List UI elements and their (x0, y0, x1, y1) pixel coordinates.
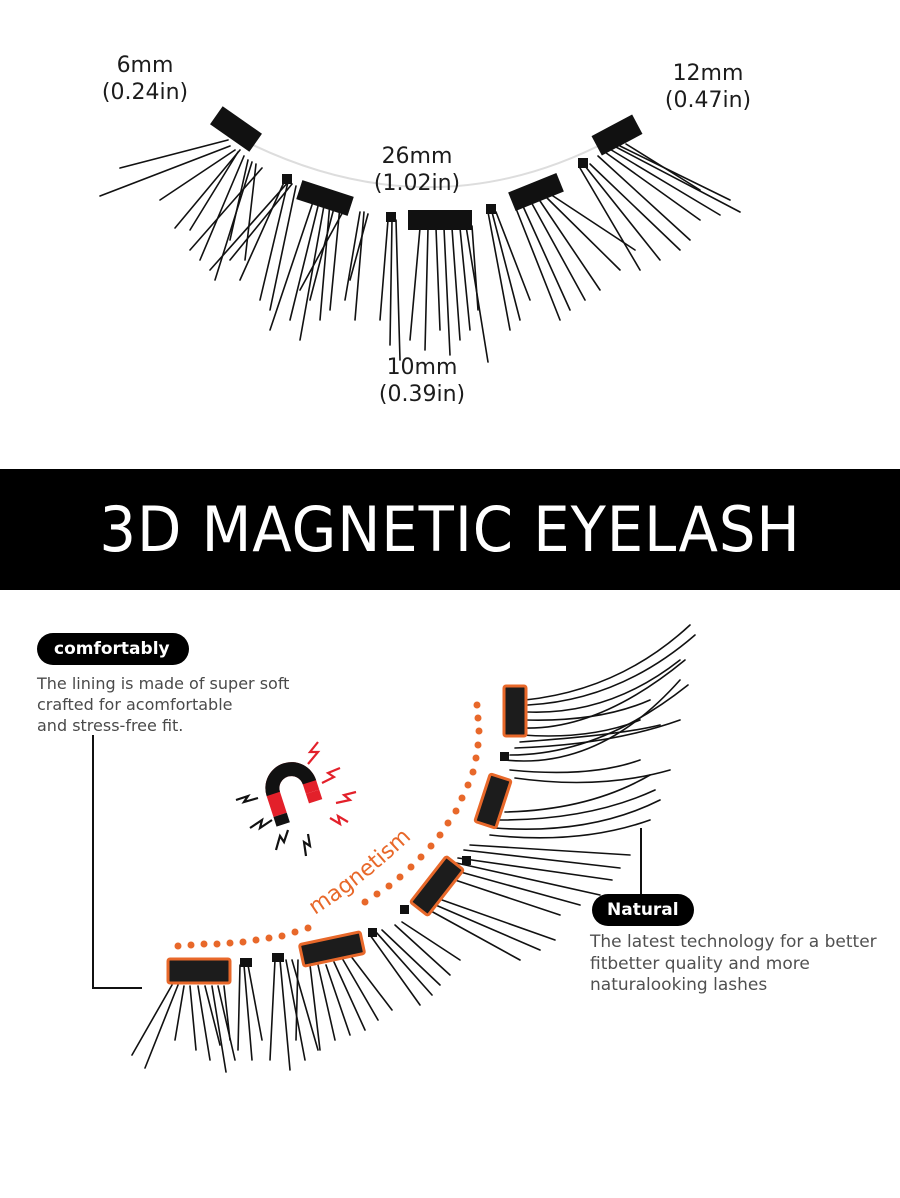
measurement-left-length: 6mm (0.24in) (98, 52, 192, 106)
measurement-mm: 26mm (381, 144, 453, 169)
description-line: naturalooking lashes (590, 975, 768, 995)
measurement-center-length: 10mm (0.39in) (375, 354, 469, 408)
description-line: and stress-free fit. (37, 716, 184, 735)
measurement-inch: (0.47in) (664, 88, 752, 113)
description-line: The lining is made of super soft (37, 674, 290, 693)
description-line: The latest technology for a better (590, 932, 877, 952)
measurement-mm: 6mm (116, 53, 174, 78)
measurement-right-length: 12mm (0.47in) (661, 60, 755, 114)
feature-description-natural: The latest technology for a better fitbe… (590, 932, 877, 997)
lash-strip-illustration (99, 106, 741, 363)
feature-pill-comfortably: comfortably (37, 633, 189, 665)
feature-pill-natural: Natural (592, 894, 694, 926)
measurement-mm: 10mm (386, 355, 458, 380)
feature-description-comfortably: The lining is made of super soft crafted… (37, 673, 289, 736)
description-line: crafted for acomfortable (37, 695, 233, 714)
measurement-total-width: 26mm (1.02in) (370, 143, 464, 197)
measurement-inch: (0.39in) (378, 382, 466, 407)
measurement-mm: 12mm (672, 61, 744, 86)
title-banner: 3D MAGNETIC EYELASH (0, 469, 900, 590)
description-line: fitbetter quality and more (590, 953, 810, 974)
banner-title: 3D MAGNETIC EYELASH (99, 493, 801, 566)
measurement-inch: (0.24in) (101, 80, 189, 105)
horseshoe-magnet-icon (265, 762, 323, 827)
magnetism-label: magnetism (304, 824, 416, 920)
svg-text:magnetism: magnetism (304, 824, 416, 920)
measurement-inch: (1.02in) (373, 171, 461, 196)
